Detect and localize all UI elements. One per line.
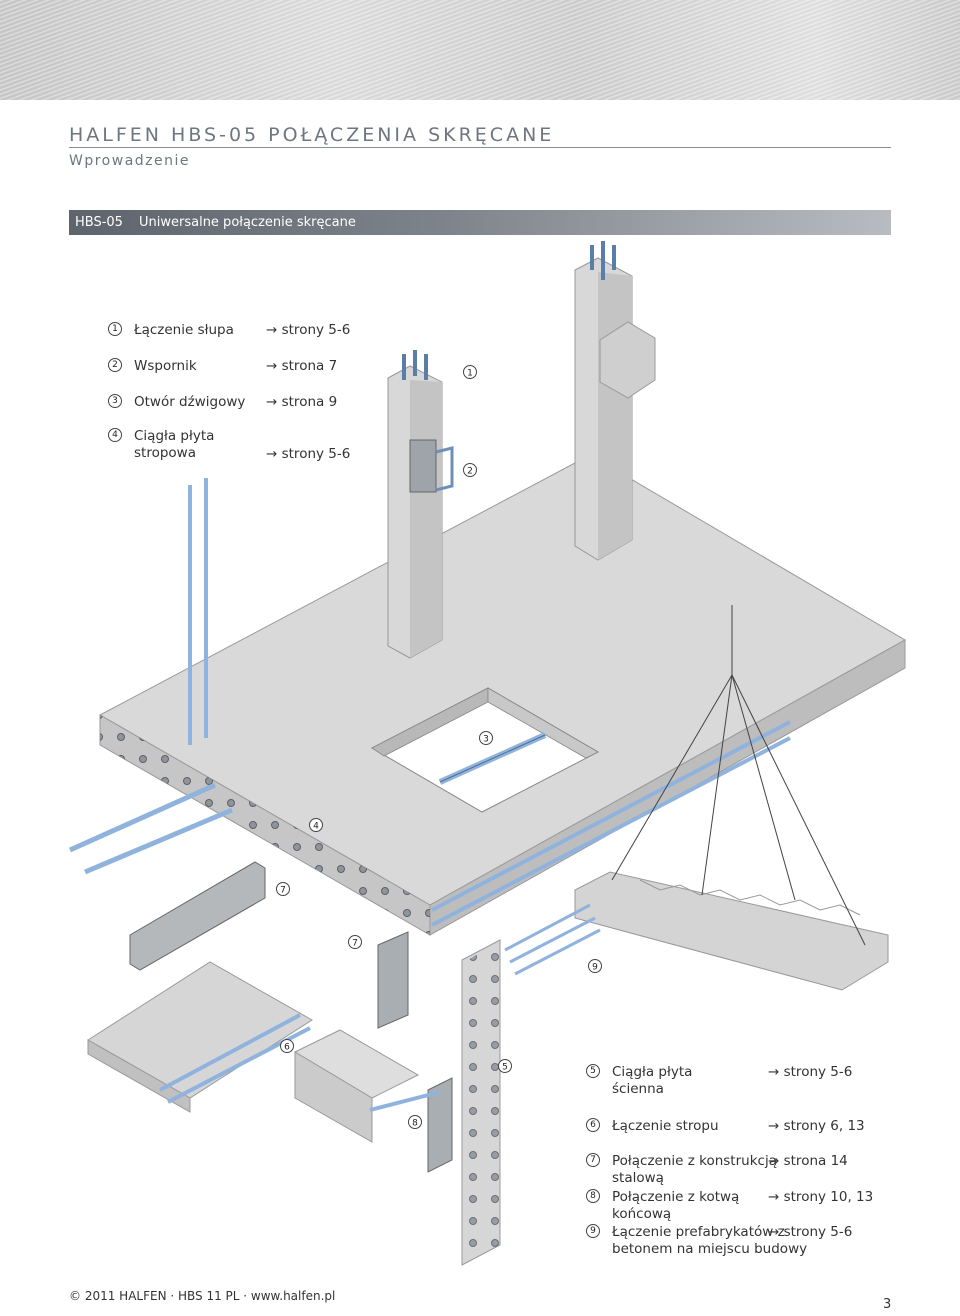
legend-item-8: 8 Połączenie z kotwą końcową → strony 10… <box>586 1189 886 1225</box>
anchor-plate-lower <box>427 1077 453 1173</box>
corbel-plate <box>409 439 437 493</box>
marker-6: 6 <box>586 1118 600 1132</box>
steel-beam <box>129 861 266 971</box>
arrow-icon: → <box>768 1153 780 1169</box>
callout-5: 5 <box>498 1059 512 1073</box>
svg-text:6: 6 <box>284 1043 290 1053</box>
legend-label: Ciągła płyta stropowa <box>134 428 215 461</box>
page-number: 3 <box>883 1297 892 1312</box>
callout-7a: 7 <box>276 882 290 896</box>
legend-ref: → strona 7 <box>266 358 338 374</box>
marker-8: 8 <box>586 1189 600 1203</box>
brushed-metal-banner <box>0 0 960 100</box>
legend-item-6: 6 Łączenie stropu → strony 6, 13 <box>586 1118 886 1136</box>
callout-8: 8 <box>408 1115 422 1129</box>
callout-7b: 7 <box>348 935 362 949</box>
svg-text:3: 3 <box>483 735 489 745</box>
arrow-icon: → <box>266 322 278 338</box>
section-code: HBS-05 <box>75 215 123 230</box>
legend-ref: → strony 6, 13 <box>768 1118 865 1134</box>
arrow-icon: → <box>266 358 278 374</box>
svg-text:8: 8 <box>412 1119 418 1129</box>
legend-item-3: 3 Otwór dźwigowy → strona 9 <box>108 394 368 412</box>
marker-5: 5 <box>586 1064 600 1078</box>
legend-label: Łączenie prefabrykatów z betonem na miej… <box>612 1224 808 1257</box>
title-rule <box>69 147 891 148</box>
legend-item-4: 4 Ciągła płyta stropowa → strony 5-6 <box>108 428 368 464</box>
svg-text:2: 2 <box>467 467 473 477</box>
callout-6: 6 <box>280 1039 294 1053</box>
arrow-icon: → <box>768 1224 780 1240</box>
svg-text:7: 7 <box>352 939 358 949</box>
floor-slab-top <box>98 454 907 906</box>
legend-ref: → strony 5-6 <box>266 446 351 462</box>
legend-ref: → strony 5-6 <box>768 1224 853 1240</box>
legend-ref: → strony 10, 13 <box>768 1189 874 1205</box>
legend-item-1: 1 Łączenie słupa → strony 5-6 <box>108 322 368 340</box>
legend-label: Ciągła płyta ścienna <box>612 1064 693 1097</box>
section-bar: HBS-05 Uniwersalne połączenie skręcane <box>69 210 891 235</box>
legend-label: Połączenie z konstrukcją stalową <box>612 1153 777 1186</box>
arrow-icon: → <box>266 394 278 410</box>
legend-item-9: 9 Łączenie prefabrykatów z betonem na mi… <box>586 1224 886 1260</box>
marker-3: 3 <box>108 394 122 408</box>
column-bracket-box <box>599 321 656 399</box>
page-title: HALFEN HBS-05 POŁĄCZENIA SKRĘCANE <box>69 124 555 146</box>
marker-9: 9 <box>586 1224 600 1238</box>
arrow-icon: → <box>768 1064 780 1080</box>
callout-1: 1 <box>463 365 477 379</box>
arrow-icon: → <box>768 1189 780 1205</box>
footer-copyright: © 2011 HALFEN · HBS 11 PL · www.halfen.p… <box>69 1289 336 1303</box>
legend-label: Wspornik <box>134 358 197 374</box>
callout-2: 2 <box>463 463 477 477</box>
callout-3: 3 <box>479 731 493 745</box>
legend-label: Łączenie słupa <box>134 322 234 338</box>
marker-4: 4 <box>108 428 122 442</box>
legend-label: Połączenie z kotwą końcową <box>612 1189 740 1222</box>
legend-label: Otwór dźwigowy <box>134 394 246 410</box>
callout-4: 4 <box>309 818 323 832</box>
callout-9: 9 <box>588 959 602 973</box>
corbel-loop <box>435 446 454 492</box>
legend-ref: → strony 5-6 <box>768 1064 853 1080</box>
svg-text:5: 5 <box>502 1063 508 1073</box>
arrow-icon: → <box>768 1118 780 1134</box>
legend-label: Łączenie stropu <box>612 1118 719 1134</box>
legend-ref: → strona 9 <box>266 394 338 410</box>
section-description: Uniwersalne połączenie skręcane <box>139 215 356 230</box>
precast-stair <box>574 871 889 991</box>
legend-ref: → strony 5-6 <box>266 322 351 338</box>
svg-text:4: 4 <box>313 822 319 832</box>
svg-text:1: 1 <box>467 369 473 379</box>
legend-item-2: 2 Wspornik → strona 7 <box>108 358 368 376</box>
column-left-rods <box>402 350 428 380</box>
column-right-rods <box>590 241 616 280</box>
legend-item-5: 5 Ciągła płyta ścienna → strony 5-6 <box>586 1064 886 1100</box>
hollow-core-slab <box>87 961 313 1099</box>
legend-item-7: 7 Połączenie z konstrukcją stalową → str… <box>586 1153 886 1189</box>
lifting-cables <box>611 605 866 946</box>
legend-ref: → strona 14 <box>768 1153 848 1169</box>
arrow-icon: → <box>266 446 278 462</box>
page-subtitle: Wprowadzenie <box>69 153 190 169</box>
svg-text:7: 7 <box>280 886 286 896</box>
svg-text:9: 9 <box>592 963 598 973</box>
marker-7: 7 <box>586 1153 600 1167</box>
marker-2: 2 <box>108 358 122 372</box>
marker-1: 1 <box>108 322 122 336</box>
anchor-plate <box>377 931 409 1029</box>
